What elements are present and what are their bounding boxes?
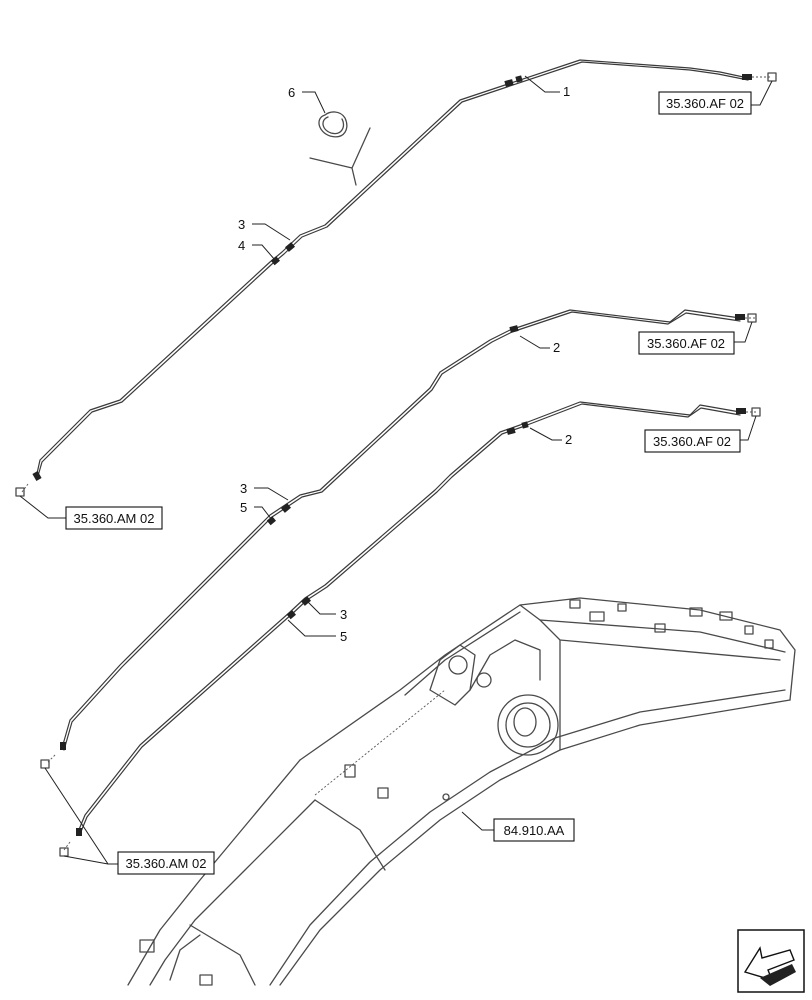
callout-5-lower: 5 <box>340 629 347 644</box>
ref-am-top[interactable]: 35.360.AM 02 <box>19 495 163 530</box>
ref-boom[interactable]: 84.910.AA <box>461 811 575 842</box>
callouts: 1 2 2 6 3 4 3 5 3 5 <box>238 75 572 644</box>
ref-boom-label: 84.910.AA <box>504 823 565 838</box>
callout-2-middle: 2 <box>553 340 560 355</box>
ref-af-lower-label: 35.360.AF 02 <box>653 434 731 449</box>
ref-am-bottom-label: 35.360.AM 02 <box>126 856 207 871</box>
callout-4: 4 <box>238 238 245 253</box>
callout-3-top: 3 <box>238 217 245 232</box>
ref-af-middle-label: 35.360.AF 02 <box>647 336 725 351</box>
pipe-2-lower <box>59 401 761 857</box>
ref-af-lower[interactable]: 35.360.AF 02 <box>644 415 757 453</box>
pipe-2-middle <box>40 309 757 769</box>
callout-3-lower: 3 <box>340 607 347 622</box>
ref-am-bottom[interactable]: 35.360.AM 02 <box>44 767 215 875</box>
next-page-arrow-icon[interactable] <box>737 929 805 993</box>
part-6-clamp <box>309 111 371 186</box>
callout-2-lower: 2 <box>565 432 572 447</box>
callout-3-middle: 3 <box>240 481 247 496</box>
ref-af-top[interactable]: 35.360.AF 02 <box>658 80 773 115</box>
callout-5-middle: 5 <box>240 500 247 515</box>
callout-1: 1 <box>563 84 570 99</box>
ref-af-middle[interactable]: 35.360.AF 02 <box>638 321 753 355</box>
boom-structure <box>127 597 796 986</box>
ref-am-top-label: 35.360.AM 02 <box>74 511 155 526</box>
ref-af-top-label: 35.360.AF 02 <box>666 96 744 111</box>
callout-6: 6 <box>288 85 295 100</box>
